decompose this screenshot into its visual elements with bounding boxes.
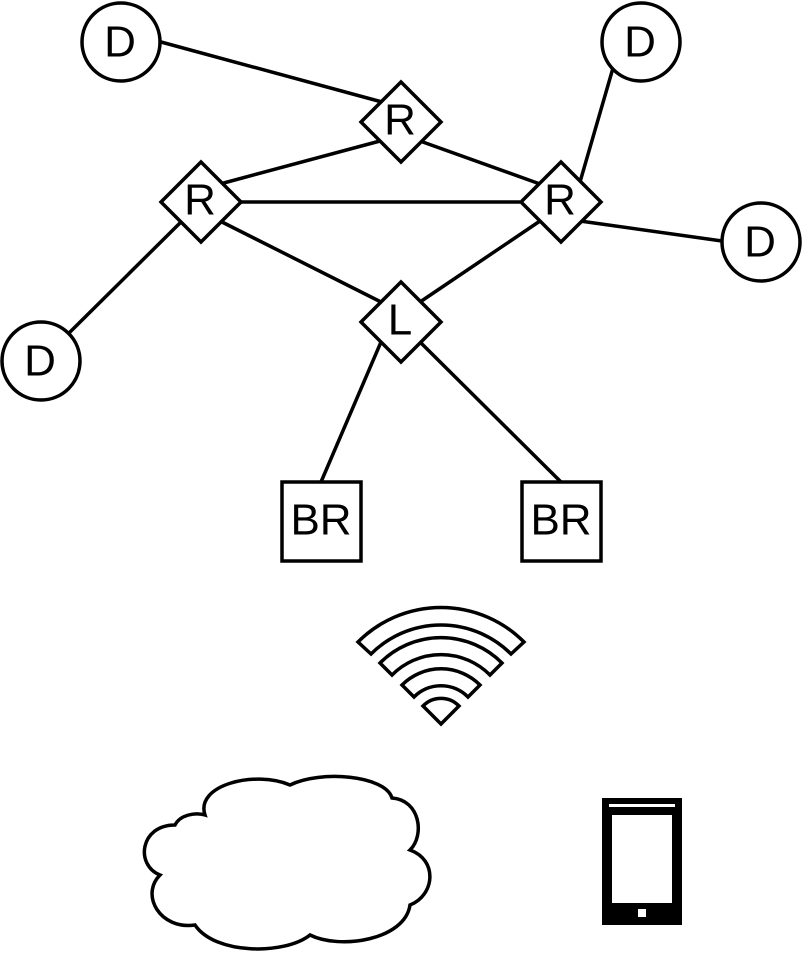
device-node-top-right[interactable]: D [600,1,682,83]
router-node-top[interactable]: R [358,79,444,165]
smartphone-icon [602,798,682,925]
router-node-diamond [158,159,244,245]
router-node-label: R [384,96,416,145]
border-router-node-label: BR [290,496,351,545]
device-node-label: D [104,18,136,67]
wifi-icon [355,605,527,727]
wifi-arc-outer [355,605,527,657]
leader-node[interactable]: L [358,279,444,365]
smartphone-top-bar [609,804,675,807]
device-node-label: D [624,18,656,67]
wifi-arc-inner [420,696,462,727]
wifi-arc-lower-mid [399,667,483,700]
cloud-icon [142,774,432,951]
leader-node-label: L [388,296,412,345]
device-node-circle [0,320,82,402]
router-node-left[interactable]: R [158,159,244,245]
router-node-label: R [544,176,576,225]
router-node-diamond [518,159,604,245]
device-node-circle [80,1,162,83]
router-node-label: R [184,176,216,225]
edge-r-top-to-r-right [419,139,541,186]
edge-r-right-to-d-right [579,219,723,243]
wifi-arc-upper-mid [377,635,505,678]
edge-r-top-to-r-left [219,139,381,186]
smartphone-screen [612,815,672,903]
border-router-node-left[interactable]: BR [280,480,363,563]
edges [67,40,723,484]
device-node-label: D [24,337,56,386]
device-node-label: D [744,218,776,267]
router-node-right[interactable]: R [518,159,604,245]
edge-leader-to-br-left [319,341,383,483]
router-node-diamond [358,79,444,165]
device-node-circle [600,1,682,83]
border-router-node-right[interactable]: BR [520,480,603,563]
edge-d-top-right-to-r-right [578,67,615,183]
border-router-node-square [280,480,363,563]
edge-r-right-to-leader [419,219,541,304]
edge-leader-to-br-right [418,340,563,484]
edge-d-top-left-to-r-top [160,40,383,104]
device-node-left[interactable]: D [0,320,82,402]
border-router-node-label: BR [530,496,591,545]
leader-node-diamond [358,279,444,365]
border-router-node-square [520,480,603,563]
device-node-right[interactable]: D [720,201,802,283]
edge-r-left-to-d-left [67,220,183,335]
edge-r-left-to-leader [219,219,382,304]
device-node-top-left[interactable]: D [80,1,162,83]
smartphone-home-button [638,909,646,917]
device-node-circle [720,201,802,283]
